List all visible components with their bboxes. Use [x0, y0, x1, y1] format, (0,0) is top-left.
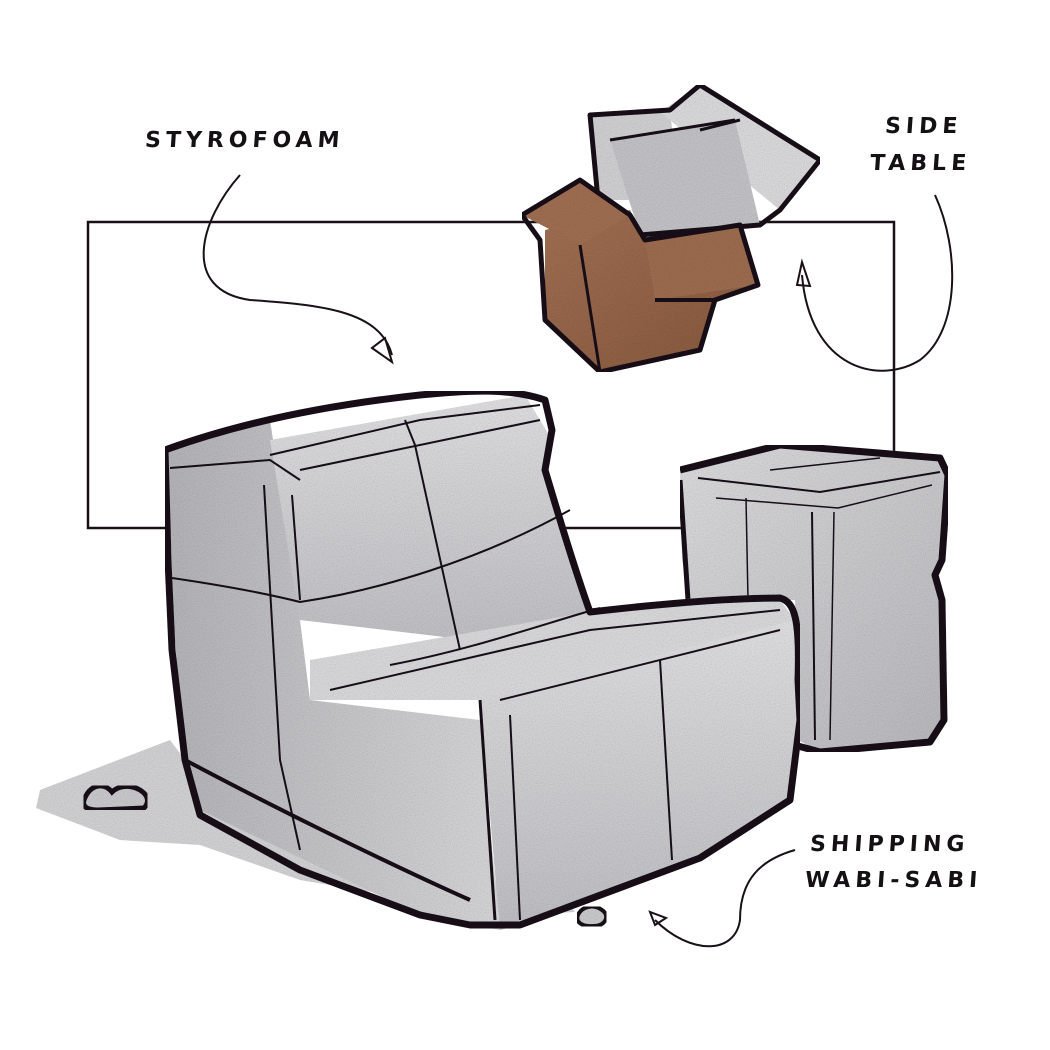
- arrow-styrofoam: [202, 174, 394, 365]
- foam-chunk-icon: [81, 783, 150, 813]
- arrow-shipping: [648, 849, 796, 948]
- foam-crumb-icon: [575, 904, 609, 929]
- label-shipping-line1: SHIPPING: [809, 832, 971, 857]
- label-side-table-line2: TABLE: [869, 151, 973, 176]
- side-table: [677, 441, 952, 756]
- styrofoam-chair: [161, 387, 804, 930]
- cardboard-box: [519, 82, 823, 375]
- label-styrofoam: STYROFOAM: [144, 128, 346, 153]
- label-side-table-line1: SIDE: [884, 114, 964, 139]
- label-shipping-line2: WABI-SABI: [804, 868, 984, 893]
- arrow-side-table: [795, 194, 954, 372]
